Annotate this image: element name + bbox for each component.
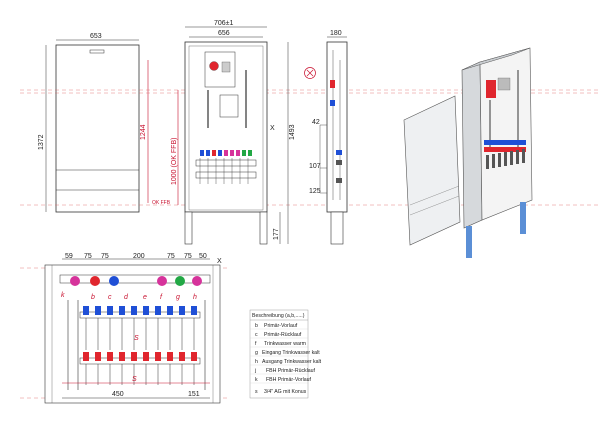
plan-top-dim-6: 50: [199, 253, 207, 260]
section-valve-row: [200, 150, 252, 156]
plan-letter-k: k: [61, 292, 65, 299]
manifold-row-red: [79, 352, 201, 365]
side-view: 180 42 107 125: [309, 30, 348, 245]
connection-g: [192, 276, 202, 286]
plan-top-dim-5: 75: [184, 253, 192, 260]
section-width-inner-dim: 656: [218, 30, 230, 37]
plan-letter-f: f: [160, 294, 163, 301]
side-depth-dim: 180: [330, 30, 342, 37]
plan-top-dim-4: 75: [167, 253, 175, 260]
front-okffb-mark: OK FFB: [152, 200, 171, 206]
legend-text-7: 3/4" AG mit Konus: [264, 389, 307, 395]
plan-letter-c: c: [108, 294, 112, 301]
side-dim-2: 107: [309, 163, 321, 170]
plan-cross-mark: X: [217, 258, 222, 265]
front-height-total-dim: 1372: [38, 134, 45, 150]
plan-letter-d: d: [124, 294, 129, 301]
legend-text-1: Primär-Rücklauf: [264, 332, 302, 338]
legend-text-4: Ausgang Trinkwasser kalt: [262, 359, 322, 365]
legend-header: Beschreibung (a,b,.....): [252, 313, 305, 319]
iso-door-panel: [403, 95, 461, 246]
section-cross-mark: X: [270, 125, 275, 132]
section-width-outer-dim: 706±1: [214, 20, 234, 27]
plan-s-label-1: S: [134, 335, 139, 342]
plan-view: 59 75 75 200 75 75 50 X k b c d e f g h: [44, 253, 222, 404]
section-okffb-dim: 1000 (OK FFB): [171, 138, 178, 185]
front-height-inner-dim: 1244: [140, 124, 147, 140]
legend-text-0: Primär-Vorlauf: [264, 323, 298, 329]
connection-c: [90, 276, 100, 286]
legend-key-3: g: [255, 350, 258, 356]
legend-table: Beschreibung (a,b,.....) b Primär-Vorlau…: [249, 309, 322, 399]
legend-text-3: Eingang Trinkwasser kalt: [262, 350, 320, 356]
front-width-dim: 653: [90, 33, 102, 40]
plan-bottom-dim-0: 450: [112, 391, 124, 398]
plan-top-dim-3: 200: [133, 253, 145, 260]
section-height-dim: 1493: [289, 124, 296, 140]
legend-text-5: FBH Primär-Rücklauf: [266, 368, 316, 374]
legend-text-2: Trinkwasser warm: [264, 341, 306, 347]
plan-letter-h: h: [193, 294, 197, 301]
plan-s-label-2: S: [132, 376, 137, 383]
iso-cabinet-interior: [479, 47, 533, 221]
connection-f: [175, 276, 185, 286]
legend-key-7: s: [255, 389, 258, 395]
legend-key-4: h: [255, 359, 258, 365]
legend-key-2: f: [255, 341, 257, 347]
plan-letter-g: g: [176, 294, 180, 301]
plan-bottom-dim-1: 151: [188, 391, 200, 398]
front-cabinet-body: [55, 44, 140, 213]
legend-key-0: b: [255, 323, 258, 329]
front-view: 653 1372 1244 OK FFB: [38, 33, 171, 213]
connection-b: [70, 276, 80, 286]
legend-key-6: k: [255, 377, 258, 383]
plan-top-dim-1: 75: [84, 253, 92, 260]
plan-letter-e: e: [143, 294, 147, 301]
side-dim-3: 125: [309, 188, 321, 195]
plan-letter-b: b: [91, 294, 95, 301]
manifold-row-blue: [79, 306, 201, 319]
legend-key-1: c: [255, 332, 258, 338]
connection-e: [157, 276, 167, 286]
plan-top-dim-2: 75: [101, 253, 109, 260]
section-foot-dim: 177: [273, 228, 280, 240]
legend-text-6: FBH Primär-Vorlauf: [266, 377, 312, 383]
warning-symbol-icon: [304, 67, 316, 79]
plan-frame: [44, 264, 221, 404]
plan-top-dim-0: 59: [65, 253, 73, 260]
legend-key-5: j: [254, 368, 256, 374]
isometric-view: [403, 47, 533, 258]
side-dim-1: 42: [312, 119, 320, 126]
section-view: 706±1 656 1000 (OK FFB) 1493 X 177: [171, 20, 316, 245]
connection-d: [109, 276, 119, 286]
